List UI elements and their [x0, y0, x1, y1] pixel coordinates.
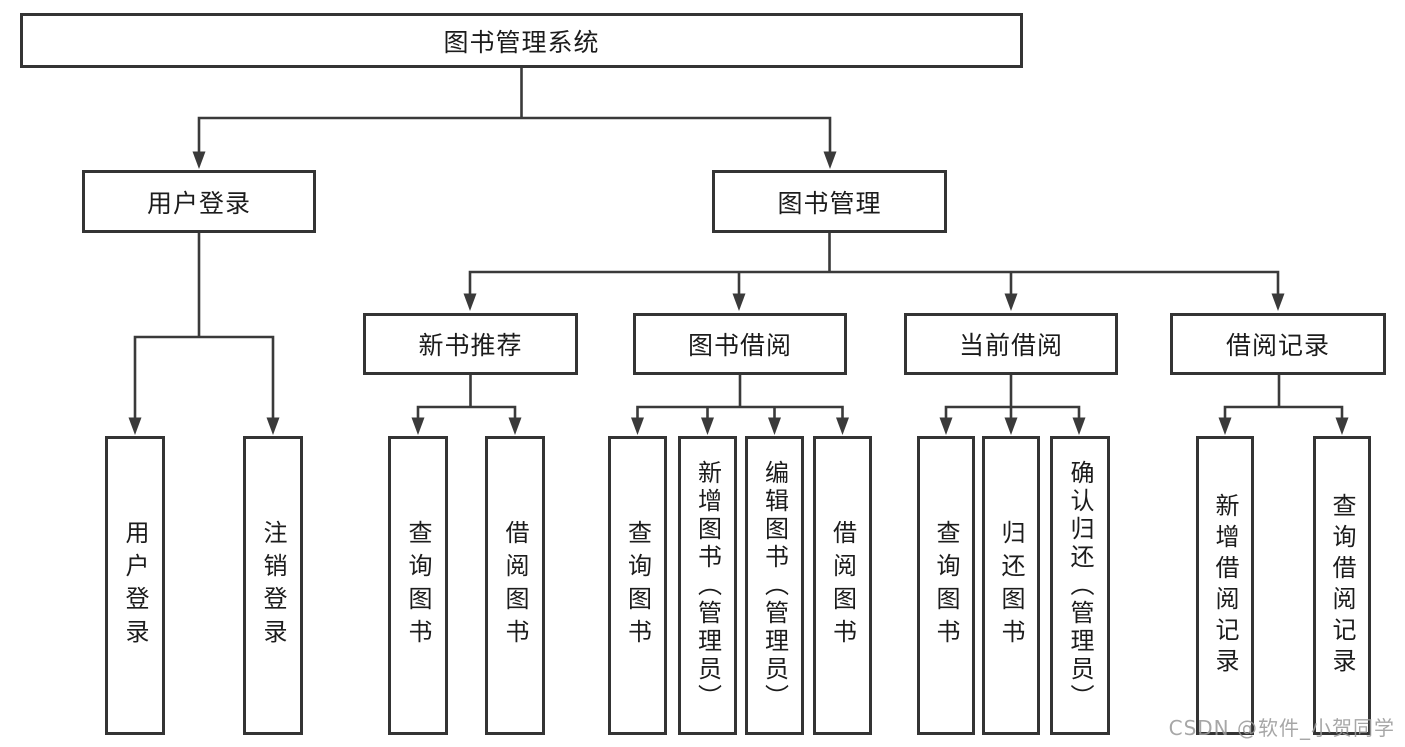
leaf-borrow-books-1: 借阅图书	[485, 436, 545, 735]
leaf-query-books-3: 查询图书	[917, 436, 975, 735]
leaf-query-books-1: 查询图书	[388, 436, 448, 735]
leaf-borrow-books-2: 借阅图书	[813, 436, 872, 735]
node-book-management-system: 图书管理系统	[20, 13, 1023, 68]
leaf-add-books-admin: 新增图书（管理员）	[678, 436, 737, 735]
leaf-query-books-2: 查询图书	[608, 436, 667, 735]
csdn-watermark: CSDN @软件_小贺同学	[1168, 716, 1395, 740]
node-borrowing-records: 借阅记录	[1170, 313, 1386, 375]
leaf-confirm-return-admin: 确认归还（管理员）	[1050, 436, 1110, 735]
node-book-borrowing: 图书借阅	[633, 313, 847, 375]
leaf-edit-books-admin: 编辑图书（管理员）	[745, 436, 804, 735]
leaf-add-borrow-record: 新增借阅记录	[1196, 436, 1254, 735]
leaf-query-borrow-record: 查询借阅记录	[1313, 436, 1371, 735]
connector-shafts	[133, 68, 1344, 420]
node-new-book-recommend: 新书推荐	[363, 313, 578, 375]
node-current-borrowing: 当前借阅	[904, 313, 1118, 375]
node-user-login: 用户登录	[82, 170, 316, 233]
leaf-user-login: 用户登录	[105, 436, 165, 735]
leaf-return-books: 归还图书	[982, 436, 1040, 735]
node-book-management: 图书管理	[712, 170, 947, 233]
leaf-logout: 注销登录	[243, 436, 303, 735]
